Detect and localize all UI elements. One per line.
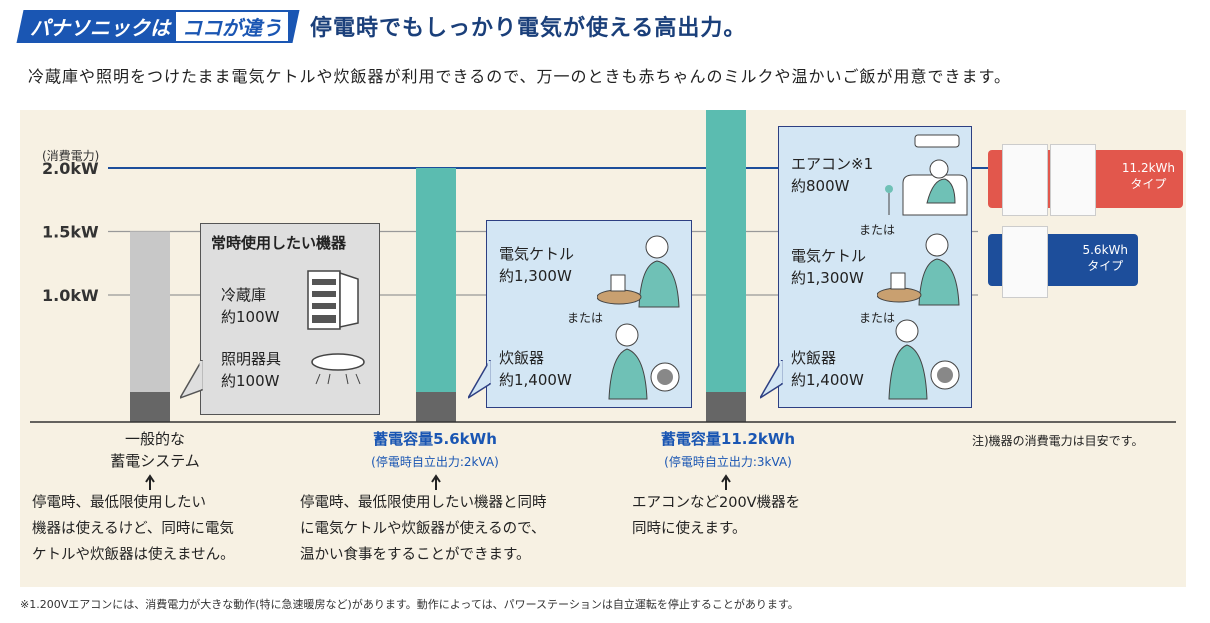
always-box-pointer bbox=[180, 360, 203, 399]
desc-5kwh-line3: 温かい食事をすることができます。 bbox=[300, 547, 531, 563]
storage-unit-a bbox=[1002, 144, 1048, 216]
aircon-sofa-illustration bbox=[885, 134, 968, 216]
y-tick-label: 2.0kW bbox=[42, 159, 99, 178]
right-box-pointer bbox=[760, 360, 783, 399]
light-watt: 約100W bbox=[221, 372, 280, 390]
right-aircon-watt: 約800W bbox=[791, 177, 850, 195]
always-devices-box: 常時使用したい機器 冷蔵庫 約100W 照明器具 約100W bbox=[200, 223, 380, 415]
fridge-label: 冷蔵庫 bbox=[221, 286, 267, 304]
storage-unit-b bbox=[1050, 144, 1096, 216]
brand-badge: パナソニックは ココが違う bbox=[16, 9, 300, 43]
fridge-icon bbox=[307, 270, 359, 330]
bar-base bbox=[706, 392, 746, 422]
light-label: 照明器具 bbox=[221, 350, 282, 368]
right-devices-box: エアコン※1 約800W または 電気ケトル 約1,300W または 炊飯器 約… bbox=[778, 126, 972, 408]
mid-rice-watt: 約1,400W bbox=[499, 371, 572, 389]
product-11kwh-capacity: 11.2kWh bbox=[1121, 161, 1175, 175]
right-aircon-label: エアコン※1 bbox=[791, 155, 874, 173]
mid-or: または bbox=[567, 311, 604, 325]
right-rice-label: 炊飯器 bbox=[791, 349, 837, 367]
caption-11kwh-title: 蓄電容量11.2kWh bbox=[660, 430, 796, 448]
caption-11kwh-sub: (停電時自立出力:3kVA) bbox=[664, 455, 792, 469]
rice-cooker-mother-illustration-2 bbox=[888, 319, 960, 400]
caption-general: 一般的な 蓄電システム bbox=[80, 428, 230, 472]
header: パナソニックは ココが違う 停電時でもしっかり電気が使える高出力。 bbox=[16, 8, 747, 44]
ceiling-light-icon bbox=[311, 353, 365, 385]
bar bbox=[416, 168, 456, 422]
product-11kwh: 11.2kWh タイプ bbox=[988, 144, 1183, 216]
right-rice-watt: 約1,400W bbox=[791, 371, 864, 389]
footnote: ※1.200Vエアコンには、消費電力が大きな動作(特に急速暖房など)があります。… bbox=[20, 598, 799, 611]
caption-11kwh: 蓄電容量11.2kWh (停電時自立出力:3kVA) bbox=[628, 428, 828, 470]
desc-general-line2: 機器は使えるけど、同時に電気 bbox=[32, 521, 234, 537]
right-or-1: または bbox=[859, 223, 896, 237]
badge-right: ココが違う bbox=[176, 11, 288, 41]
mid-kettle-watt: 約1,300W bbox=[499, 267, 572, 285]
caption-5kwh-title: 蓄電容量5.6kWh bbox=[373, 430, 497, 448]
mid-box-pointer bbox=[468, 360, 491, 399]
desc-11kwh-line1: エアコンなど200V機器を bbox=[632, 495, 801, 511]
y-axis-label: (消費電力) bbox=[42, 148, 99, 163]
caption-5kwh: 蓄電容量5.6kWh (停電時自立出力:2kVA) bbox=[340, 428, 530, 470]
subtitle: 冷蔵庫や照明をつけたまま電気ケトルや炊飯器が利用できるので、万一のときも赤ちゃん… bbox=[28, 67, 1011, 86]
desc-11kwh-line2: 同時に使えます。 bbox=[632, 521, 747, 537]
product-5kwh-capacity: 5.6kWh bbox=[1082, 243, 1128, 257]
desc-5kwh-line2: に電気ケトルや炊飯器が使えるので、 bbox=[300, 521, 546, 537]
badge-left: パナソニックは bbox=[30, 15, 170, 40]
desc-general-line1: 停電時、最低限使用したい bbox=[32, 495, 206, 511]
product-5kwh: 5.6kWh タイプ bbox=[988, 226, 1138, 298]
mid-kettle-label: 電気ケトル bbox=[499, 245, 575, 263]
y-tick-label: 1.0kW bbox=[42, 286, 99, 305]
right-kettle-label: 電気ケトル bbox=[791, 247, 867, 265]
desc-5kwh: 停電時、最低限使用したい機器と同時 に電気ケトルや炊飯器が使えるので、 温かい食… bbox=[300, 490, 547, 568]
kettle-mother-illustration bbox=[597, 235, 680, 308]
caption-5kwh-sub: (停電時自立出力:2kVA) bbox=[371, 455, 499, 469]
mid-rice-label: 炊飯器 bbox=[499, 349, 545, 367]
desc-general-line3: ケトルや炊飯器は使えません。 bbox=[32, 547, 235, 563]
bar bbox=[706, 41, 746, 422]
up-arrow-icon bbox=[431, 474, 441, 490]
always-box-title: 常時使用したい機器 bbox=[211, 234, 347, 252]
bar-base bbox=[416, 392, 456, 422]
chart-note: 注)機器の消費電力は目安です。 bbox=[972, 434, 1144, 448]
y-tick-label: 1.5kW bbox=[42, 223, 99, 242]
desc-11kwh: エアコンなど200V機器を 同時に使えます。 bbox=[632, 490, 800, 542]
mid-devices-box: 電気ケトル 約1,300W または 炊飯器 約1,400W bbox=[486, 220, 692, 408]
product-11kwh-type: タイプ bbox=[1130, 177, 1167, 191]
product-5kwh-type: タイプ bbox=[1087, 259, 1124, 273]
right-kettle-watt: 約1,300W bbox=[791, 269, 864, 287]
rice-cooker-mother-illustration bbox=[608, 323, 680, 400]
caption-general-line2: 蓄電システム bbox=[110, 452, 200, 470]
caption-general-line1: 一般的な bbox=[124, 430, 185, 448]
desc-5kwh-line1: 停電時、最低限使用したい機器と同時 bbox=[300, 495, 547, 511]
up-arrow-icon bbox=[721, 474, 731, 490]
desc-general: 停電時、最低限使用したい 機器は使えるけど、同時に電気 ケトルや炊飯器は使えませ… bbox=[32, 490, 235, 568]
headline: 停電時でもしっかり電気が使える高出力。 bbox=[310, 16, 747, 41]
storage-unit-c bbox=[1002, 226, 1048, 298]
kettle-mother-illustration-2 bbox=[877, 233, 960, 306]
bar bbox=[130, 231, 170, 422]
up-arrow-icon bbox=[145, 474, 155, 490]
fridge-watt: 約100W bbox=[221, 308, 280, 326]
right-or-2: または bbox=[859, 311, 896, 325]
bar-base bbox=[130, 392, 170, 422]
